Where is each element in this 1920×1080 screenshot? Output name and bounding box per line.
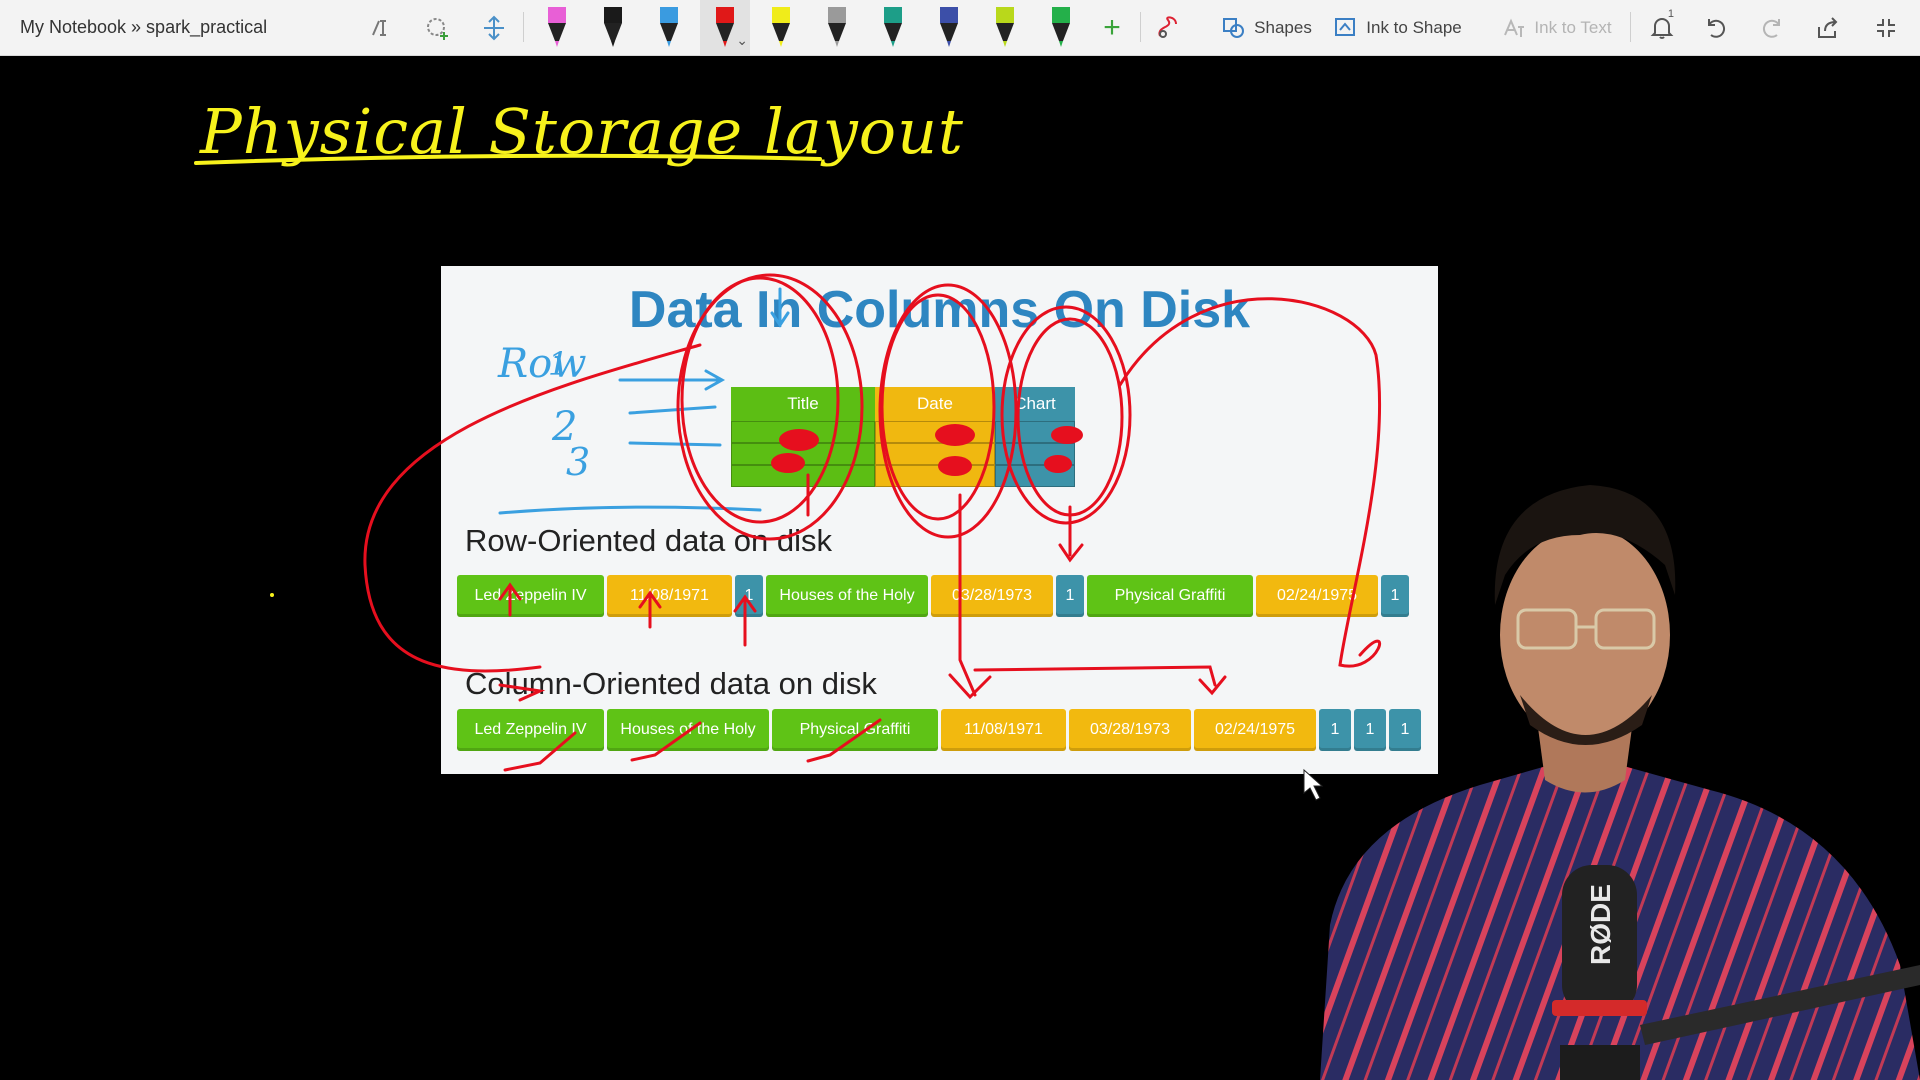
row-strip-cell: 1 xyxy=(735,575,763,617)
ink-to-text-icon xyxy=(1504,17,1525,37)
column-strip-cell: 1 xyxy=(1319,709,1351,751)
mic-mount-ring xyxy=(1552,1000,1647,1016)
pen-icon xyxy=(772,6,790,47)
grid-header-title: Title xyxy=(731,387,875,421)
ink-row-number-3: 3 xyxy=(566,440,590,484)
pen-icon xyxy=(716,6,734,47)
insert-space-icon[interactable] xyxy=(474,0,514,55)
ink-row-number-2: 2 xyxy=(551,404,577,450)
grid-header-chart: Chart xyxy=(995,387,1075,421)
shapes-button[interactable]: Shapes xyxy=(1208,0,1326,55)
presenter-hair xyxy=(1494,485,1676,605)
row-strip-cell: Physical Graffiti xyxy=(1087,575,1253,617)
microphone xyxy=(1562,865,1637,1015)
mic-stand xyxy=(1560,1045,1640,1080)
pen-red-pen[interactable]: ⌄ xyxy=(700,0,750,55)
column-strip-cell: Led Zeppelin IV xyxy=(457,709,604,751)
pen-green-pen[interactable] xyxy=(1036,0,1086,55)
column-strip-cell: 02/24/1975 xyxy=(1194,709,1316,751)
ink-to-text-button[interactable]: Ink to Text xyxy=(1493,0,1621,55)
ink-to-shape-label: Ink to Shape xyxy=(1366,17,1462,37)
pen-icon xyxy=(884,6,902,47)
column-strip-cell: 1 xyxy=(1389,709,1421,751)
pen-blue-pen[interactable] xyxy=(644,0,694,55)
undo-icon[interactable] xyxy=(1696,0,1736,55)
row-strip-cell: 1 xyxy=(1381,575,1409,617)
chevron-down-icon[interactable]: ⌄ xyxy=(736,32,748,48)
pen-icon xyxy=(1052,6,1070,47)
presenter-glasses xyxy=(1516,608,1656,650)
row-strip-cell: 1 xyxy=(1056,575,1084,617)
toolbar-divider xyxy=(1630,12,1631,42)
presenter-beard xyxy=(1520,695,1652,745)
column-strip-cell: 03/28/1973 xyxy=(1069,709,1191,751)
column-strip-cell: 1 xyxy=(1354,709,1386,751)
toolbar-divider xyxy=(523,12,524,42)
pen-icon xyxy=(996,6,1014,47)
pen-yellow-highlighter[interactable] xyxy=(756,0,806,55)
grid-header-date: Date xyxy=(875,387,995,421)
pen-black-pen[interactable] xyxy=(588,0,638,55)
pen-gray-pen[interactable] xyxy=(812,0,862,55)
row-strip-cell: Led Zeppelin IV xyxy=(457,575,604,617)
column-strip-cell: Physical Graffiti xyxy=(772,709,938,751)
notification-count: 1 xyxy=(1667,8,1674,20)
ink-to-text-label: Ink to Text xyxy=(1534,17,1612,37)
presenter-face xyxy=(1500,527,1670,743)
webcam-presenter-overlay: RØDE xyxy=(1320,485,1920,1080)
ink-underline xyxy=(194,153,822,165)
exit-fullscreen-icon[interactable] xyxy=(1866,0,1906,55)
lasso-select-icon[interactable] xyxy=(362,0,402,55)
column-strip-cell: 11/08/1971 xyxy=(941,709,1066,751)
toolbar-divider xyxy=(1140,12,1141,42)
notebook-canvas[interactable]: Physical Storage layout Data In Columns … xyxy=(0,55,1920,1080)
shapes-label: Shapes xyxy=(1254,17,1312,37)
onenote-toolbar: My Notebook » spark_practical ⌄ + Shapes… xyxy=(0,0,1920,56)
row-strip-cell: 03/28/1973 xyxy=(931,575,1053,617)
mouse-cursor-icon xyxy=(1303,768,1324,801)
shapes-icon xyxy=(1223,17,1245,38)
ink-red-marks xyxy=(363,273,1382,772)
mic-boom-arm xyxy=(1640,965,1920,1045)
pen-icon xyxy=(660,6,678,47)
share-icon[interactable] xyxy=(1808,0,1848,55)
breadcrumb[interactable]: My Notebook » spark_practical xyxy=(20,17,268,37)
ink-annotations: Row 1 2 3 xyxy=(194,153,1382,801)
ink-row-number-1: 1 xyxy=(548,345,568,383)
pen-icon xyxy=(828,6,846,47)
redo-icon[interactable] xyxy=(1752,0,1792,55)
notification-bell-icon[interactable]: 1 xyxy=(1642,0,1682,55)
column-strip-cell: Houses of the Holy xyxy=(607,709,769,751)
pen-pink-highlighter[interactable] xyxy=(532,0,582,55)
add-space-icon[interactable] xyxy=(418,0,458,55)
add-pen-icon[interactable]: + xyxy=(1103,10,1121,44)
pen-navy-pen[interactable] xyxy=(924,0,974,55)
ink-stray-dot xyxy=(270,593,274,597)
pasted-slide-image: Data In Columns On Disk Title Date Chart… xyxy=(441,266,1438,774)
slide-title: Data In Columns On Disk xyxy=(628,281,1251,339)
ink-row-label: Row xyxy=(497,341,586,387)
pen-icon xyxy=(940,6,958,47)
pen-icon xyxy=(604,6,622,47)
pen-icon xyxy=(548,6,566,47)
ink-row-arrows xyxy=(498,287,790,515)
row-strip-cell: Houses of the Holy xyxy=(766,575,928,617)
ink-red-dots xyxy=(771,424,1083,476)
row-strip-cell: 02/24/1975 xyxy=(1256,575,1378,617)
ink-to-shape-button[interactable]: Ink to Shape xyxy=(1328,0,1468,55)
pen-lime-pen[interactable] xyxy=(980,0,1030,55)
ink-replay-icon[interactable] xyxy=(1148,0,1188,55)
row-oriented-label: Row-Oriented data on disk xyxy=(465,523,833,558)
pen-teal-pen[interactable] xyxy=(868,0,918,55)
ink-to-shape-icon xyxy=(1335,17,1356,36)
mic-brand-label: RØDE xyxy=(1585,884,1616,965)
